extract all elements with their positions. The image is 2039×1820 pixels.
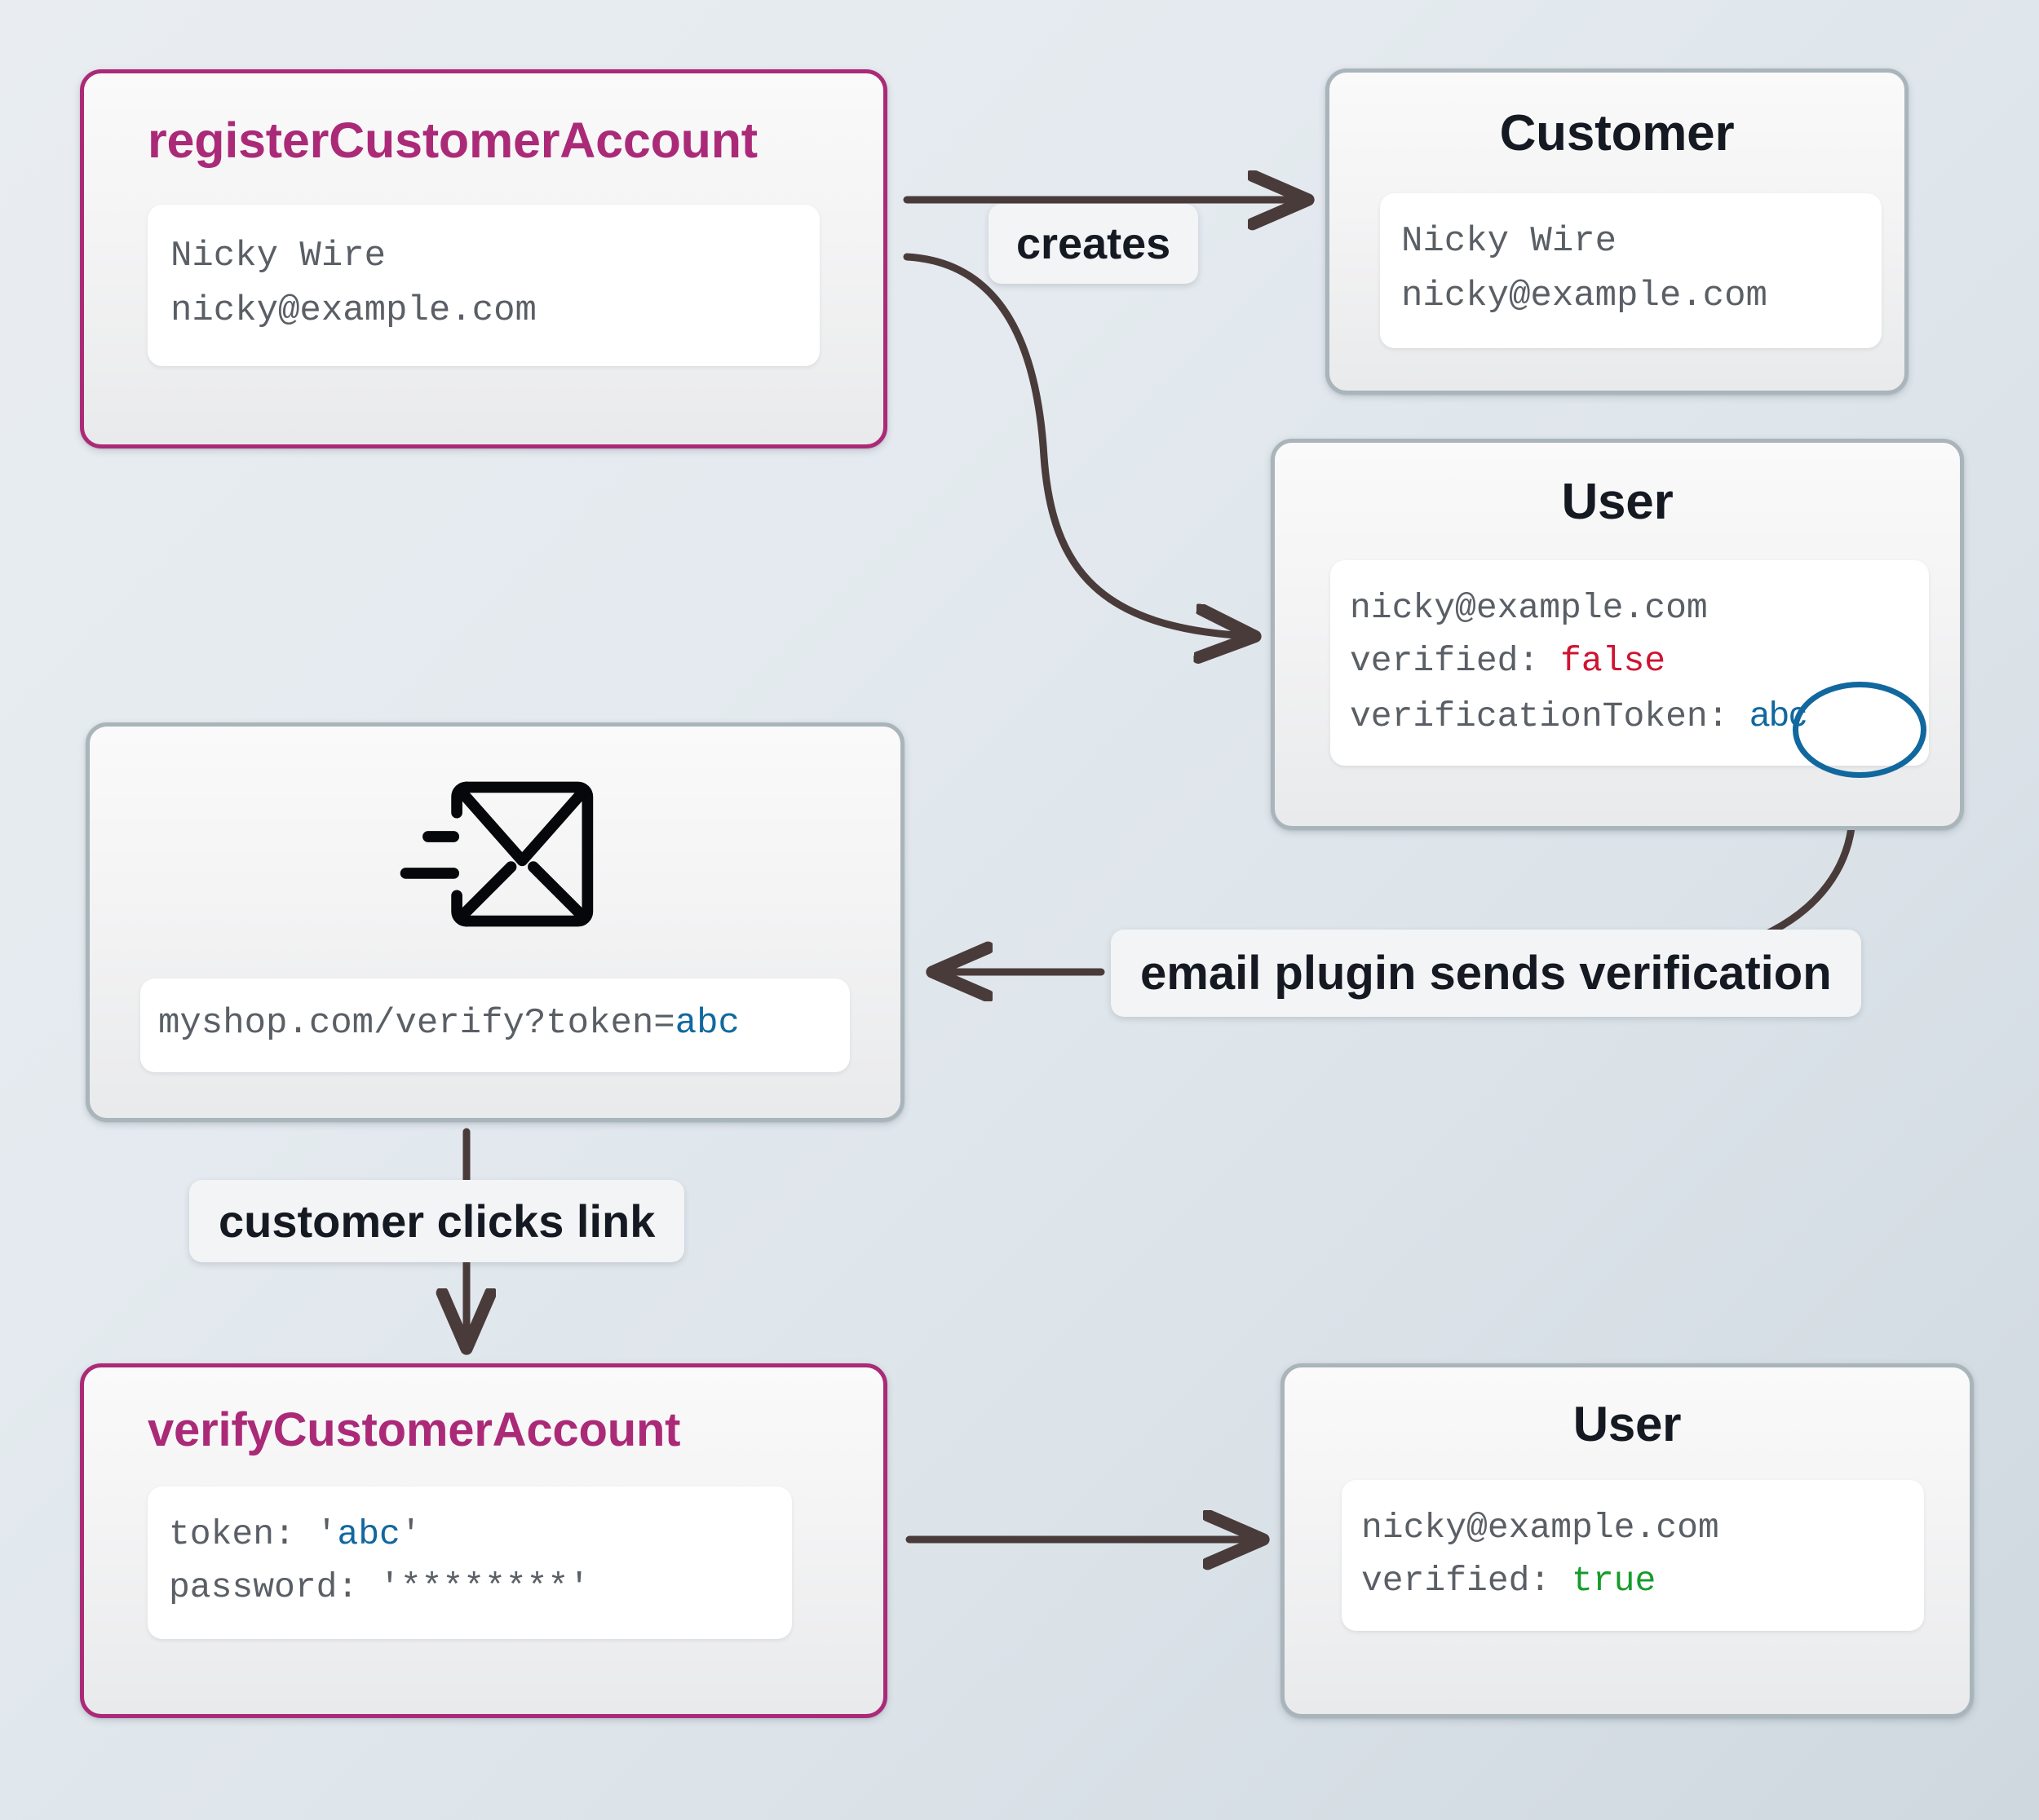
verify-token-value: abc (337, 1514, 400, 1554)
node-user-verified[interactable]: User nicky@example.com verified: true (1280, 1363, 1974, 1718)
edge-label-email-plugin-sends-verification: email plugin sends verification (1111, 930, 1861, 1017)
node-register-title: registerCustomerAccount (148, 113, 758, 168)
register-line-name: Nicky Wire (170, 236, 387, 276)
node-register-customer-account[interactable]: registerCustomerAccount Nicky Wire nicky… (80, 69, 887, 448)
user-unverified-token-key: verificationToken: (1350, 696, 1729, 736)
user-unverified-token-row: verificationToken: abc (1350, 688, 1909, 743)
user-verified-verified-value: true (1572, 1561, 1656, 1601)
node-customer-body: Nicky Wire nicky@example.com (1380, 193, 1882, 348)
node-user-verified-title: User (1572, 1397, 1682, 1451)
customer-line-email: nicky@example.com (1401, 275, 1767, 316)
node-verify-title: verifyCustomerAccount (148, 1403, 681, 1456)
node-user-unverified[interactable]: User nicky@example.com verified: false v… (1271, 439, 1964, 830)
node-email-url[interactable]: myshop.com/verify?token=abc (140, 978, 850, 1072)
edge-label-customer-clicks-link: customer clicks link (189, 1180, 685, 1262)
edge-register-to-user (903, 253, 1248, 636)
node-verify-customer-account[interactable]: verifyCustomerAccount token: 'abc' passw… (80, 1363, 887, 1718)
user-unverified-email: nicky@example.com (1350, 588, 1708, 628)
node-register-body: Nicky Wire nicky@example.com (148, 205, 820, 366)
user-verified-verified-row: verified: true (1361, 1554, 1904, 1607)
user-verified-email: nicky@example.com (1361, 1508, 1719, 1548)
verify-token-row: token: 'abc' (169, 1508, 774, 1561)
verify-password-row: password: '********' (169, 1567, 590, 1608)
node-user-unverified-title: User (1561, 474, 1674, 530)
verify-token-key: token: (169, 1514, 316, 1554)
node-user-verified-body: nicky@example.com verified: true (1342, 1480, 1924, 1631)
node-customer-title: Customer (1499, 105, 1735, 161)
customer-line-name: Nicky Wire (1401, 221, 1617, 262)
node-verify-body: token: 'abc' password: '********' (148, 1486, 792, 1639)
edge-label-creates: creates (989, 204, 1199, 284)
email-url-prefix: myshop.com/verify?token= (158, 1003, 675, 1045)
sent-envelope-icon (90, 771, 900, 938)
user-unverified-verified-row: verified: false (1350, 634, 1909, 687)
verify-token-quote-close: ' (400, 1514, 422, 1554)
node-verification-email[interactable]: myshop.com/verify?token=abc (86, 722, 905, 1122)
email-url-token: abc (675, 1003, 740, 1045)
user-unverified-verified-value: false (1560, 641, 1666, 682)
user-unverified-token-value: abc (1749, 694, 1807, 734)
register-line-email: nicky@example.com (170, 289, 537, 331)
user-verified-verified-key: verified: (1361, 1561, 1572, 1601)
user-unverified-verified-key: verified: (1350, 641, 1561, 682)
node-user-unverified-body: nicky@example.com verified: false verifi… (1330, 560, 1929, 766)
node-customer[interactable]: Customer Nicky Wire nicky@example.com (1325, 68, 1909, 395)
verify-token-quote-open: ' (316, 1514, 338, 1554)
